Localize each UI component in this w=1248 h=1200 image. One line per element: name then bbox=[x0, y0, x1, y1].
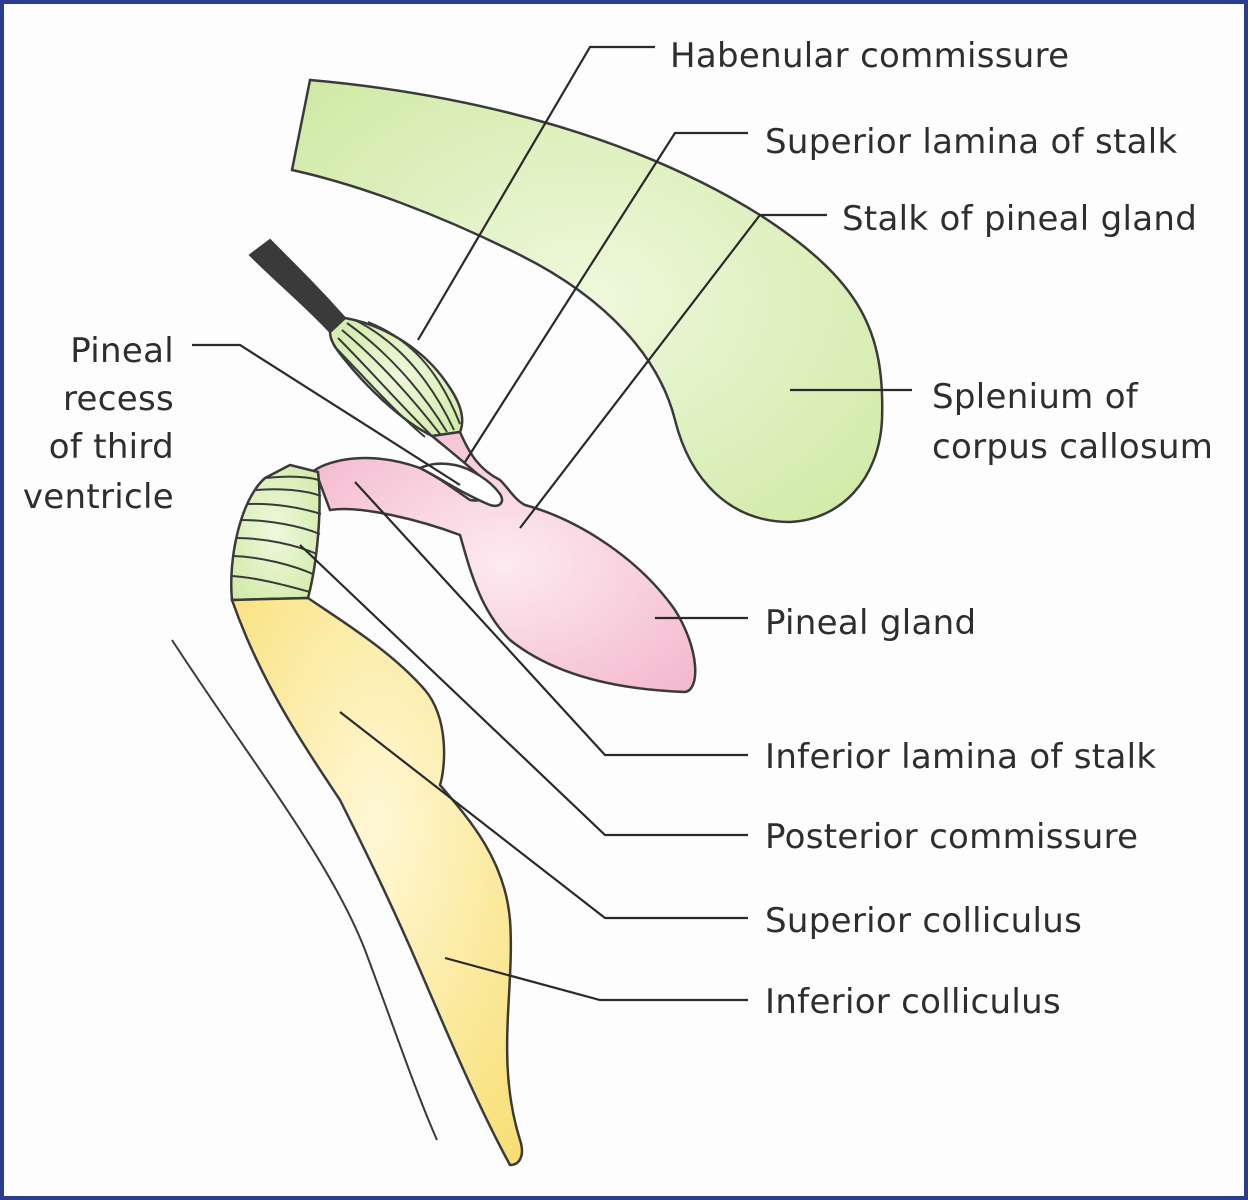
label-splenium-line1: Splenium of bbox=[932, 377, 1139, 417]
label-pineal-gland: Pineal gland bbox=[765, 603, 976, 643]
splenium-shape bbox=[290, 78, 884, 524]
posterior-commissure-fibers bbox=[231, 475, 322, 593]
label-pineal-recess-line2: recess bbox=[63, 379, 174, 419]
habenular-fibers bbox=[333, 319, 461, 438]
leader-pineal-recess bbox=[192, 343, 461, 486]
leader-lines bbox=[192, 45, 912, 1002]
leader-inferior-colliculus bbox=[444, 956, 748, 1002]
brainstem-outline bbox=[171, 639, 438, 1141]
label-pineal-recess-line4: ventricle bbox=[23, 477, 174, 517]
leader-superior-lamina bbox=[464, 131, 748, 463]
label-inferior-colliculus: Inferior colliculus bbox=[765, 982, 1061, 1022]
pineal-gland-diagram: Habenular commissure Superior lamina of … bbox=[23, 36, 1213, 1167]
leader-inferior-lamina bbox=[354, 481, 748, 757]
label-pineal-recess-line3: of third bbox=[49, 427, 174, 467]
leader-habenular bbox=[417, 45, 655, 341]
label-superior-lamina: Superior lamina of stalk bbox=[765, 122, 1177, 162]
posterior-commissure-shape bbox=[230, 463, 321, 602]
leader-stalk bbox=[519, 213, 827, 529]
pineal-recess-shape bbox=[416, 462, 504, 507]
stria-stub bbox=[248, 238, 347, 334]
label-habenular-commissure: Habenular commissure bbox=[670, 36, 1069, 76]
leader-superior-colliculus bbox=[339, 711, 748, 920]
label-posterior-commissure: Posterior commissure bbox=[765, 817, 1138, 857]
label-pineal-recess-line1: Pineal bbox=[70, 331, 174, 371]
labels: Habenular commissure Superior lamina of … bbox=[23, 36, 1213, 1022]
label-stalk: Stalk of pineal gland bbox=[842, 199, 1197, 239]
label-inferior-lamina: Inferior lamina of stalk bbox=[765, 737, 1156, 777]
leader-posterior-commissure bbox=[299, 544, 748, 837]
label-splenium-line2: corpus callosum bbox=[932, 427, 1213, 467]
pineal-gland-shape bbox=[313, 430, 697, 694]
label-superior-colliculus: Superior colliculus bbox=[765, 901, 1082, 941]
colliculi-shape bbox=[230, 596, 524, 1167]
